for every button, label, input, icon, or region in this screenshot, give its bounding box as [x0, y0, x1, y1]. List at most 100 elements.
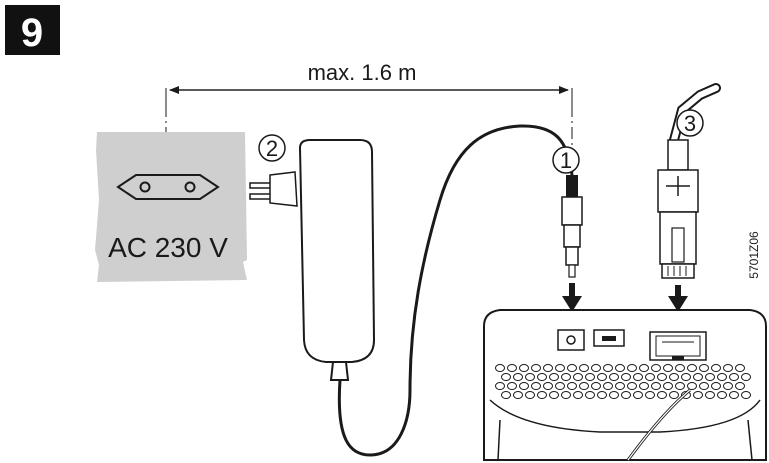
dc-plug	[561, 175, 583, 278]
vent-hole	[693, 373, 703, 381]
vent-hole	[645, 391, 655, 399]
vent-hole	[561, 391, 571, 399]
vent-hole	[663, 382, 673, 390]
vent-hole	[717, 373, 727, 381]
vent-hole	[723, 382, 733, 390]
vent-hole	[501, 391, 511, 399]
vent-hole	[579, 382, 589, 390]
vent-hole	[621, 391, 631, 399]
vent-hole	[639, 382, 649, 390]
vent-holes	[495, 364, 751, 399]
vent-hole	[609, 373, 619, 381]
vent-hole	[657, 373, 667, 381]
vent-hole	[573, 373, 583, 381]
vent-hole	[675, 364, 685, 372]
vent-hole	[705, 373, 715, 381]
vent-hole	[543, 382, 553, 390]
vent-hole	[567, 382, 577, 390]
vent-hole	[579, 364, 589, 372]
step-number: 9	[21, 11, 43, 55]
vent-hole	[711, 364, 721, 372]
callout-dc-plug: 1	[552, 146, 580, 174]
vent-hole	[615, 382, 625, 390]
vent-hole	[549, 373, 559, 381]
vent-hole	[525, 373, 535, 381]
vent-hole	[603, 364, 613, 372]
power-cable	[337, 124, 574, 457]
dimension-line: max. 1.6 m	[165, 60, 573, 222]
vent-hole	[519, 364, 529, 372]
vent-hole	[687, 382, 697, 390]
vent-hole	[729, 391, 739, 399]
vent-hole	[537, 373, 547, 381]
vent-hole	[513, 373, 523, 381]
vent-hole	[555, 364, 565, 372]
vent-hole	[663, 364, 673, 372]
vent-hole	[591, 382, 601, 390]
vent-hole	[705, 391, 715, 399]
vent-hole	[507, 382, 517, 390]
vent-hole	[741, 373, 751, 381]
vent-hole	[543, 364, 553, 372]
power-adapter	[249, 139, 376, 381]
vent-hole	[501, 373, 511, 381]
vent-hole	[567, 364, 577, 372]
vent-hole	[657, 391, 667, 399]
vent-hole	[495, 364, 505, 372]
vent-hole	[687, 364, 697, 372]
vent-hole	[585, 391, 595, 399]
vent-hole	[519, 382, 529, 390]
callout-number: 3	[684, 111, 696, 136]
dimension-label: max. 1.6 m	[308, 60, 417, 85]
vent-hole	[711, 382, 721, 390]
callout-power-adapter: 2	[258, 134, 286, 162]
vent-hole	[699, 382, 709, 390]
vent-hole	[639, 364, 649, 372]
vent-hole	[675, 382, 685, 390]
vent-hole	[537, 391, 547, 399]
vent-hole	[741, 391, 751, 399]
vent-hole	[609, 391, 619, 399]
wall-socket: AC 230 V	[95, 132, 247, 282]
vent-hole	[615, 364, 625, 372]
callout-network-cable: 3	[676, 109, 704, 137]
vent-hole	[633, 391, 643, 399]
vent-hole	[591, 364, 601, 372]
vent-hole	[729, 373, 739, 381]
vent-hole	[669, 391, 679, 399]
vent-hole	[627, 382, 637, 390]
vent-hole	[669, 373, 679, 381]
socket-voltage-label: AC 230 V	[108, 232, 228, 263]
vent-hole	[561, 373, 571, 381]
vent-hole	[735, 364, 745, 372]
vent-hole	[531, 364, 541, 372]
vent-hole	[585, 373, 595, 381]
vent-hole	[621, 373, 631, 381]
device	[483, 309, 767, 461]
vent-hole	[603, 382, 613, 390]
vent-hole	[525, 391, 535, 399]
callout-number: 2	[266, 136, 278, 161]
callout-number: 1	[560, 148, 572, 173]
vent-hole	[531, 382, 541, 390]
vent-hole	[651, 364, 661, 372]
figure-code: 5701Z06	[747, 231, 761, 279]
vent-hole	[573, 391, 583, 399]
vent-hole	[513, 391, 523, 399]
vent-hole	[645, 373, 655, 381]
vent-hole	[633, 373, 643, 381]
vent-hole	[597, 391, 607, 399]
vent-hole	[627, 364, 637, 372]
vent-hole	[555, 382, 565, 390]
step-badge: 9	[5, 5, 60, 55]
vent-hole	[549, 391, 559, 399]
insert-arrows	[562, 283, 688, 312]
vent-hole	[507, 364, 517, 372]
vent-hole	[597, 373, 607, 381]
vent-hole	[735, 382, 745, 390]
vent-hole	[699, 364, 709, 372]
vent-hole	[717, 391, 727, 399]
vent-hole	[681, 373, 691, 381]
vent-hole	[693, 391, 703, 399]
